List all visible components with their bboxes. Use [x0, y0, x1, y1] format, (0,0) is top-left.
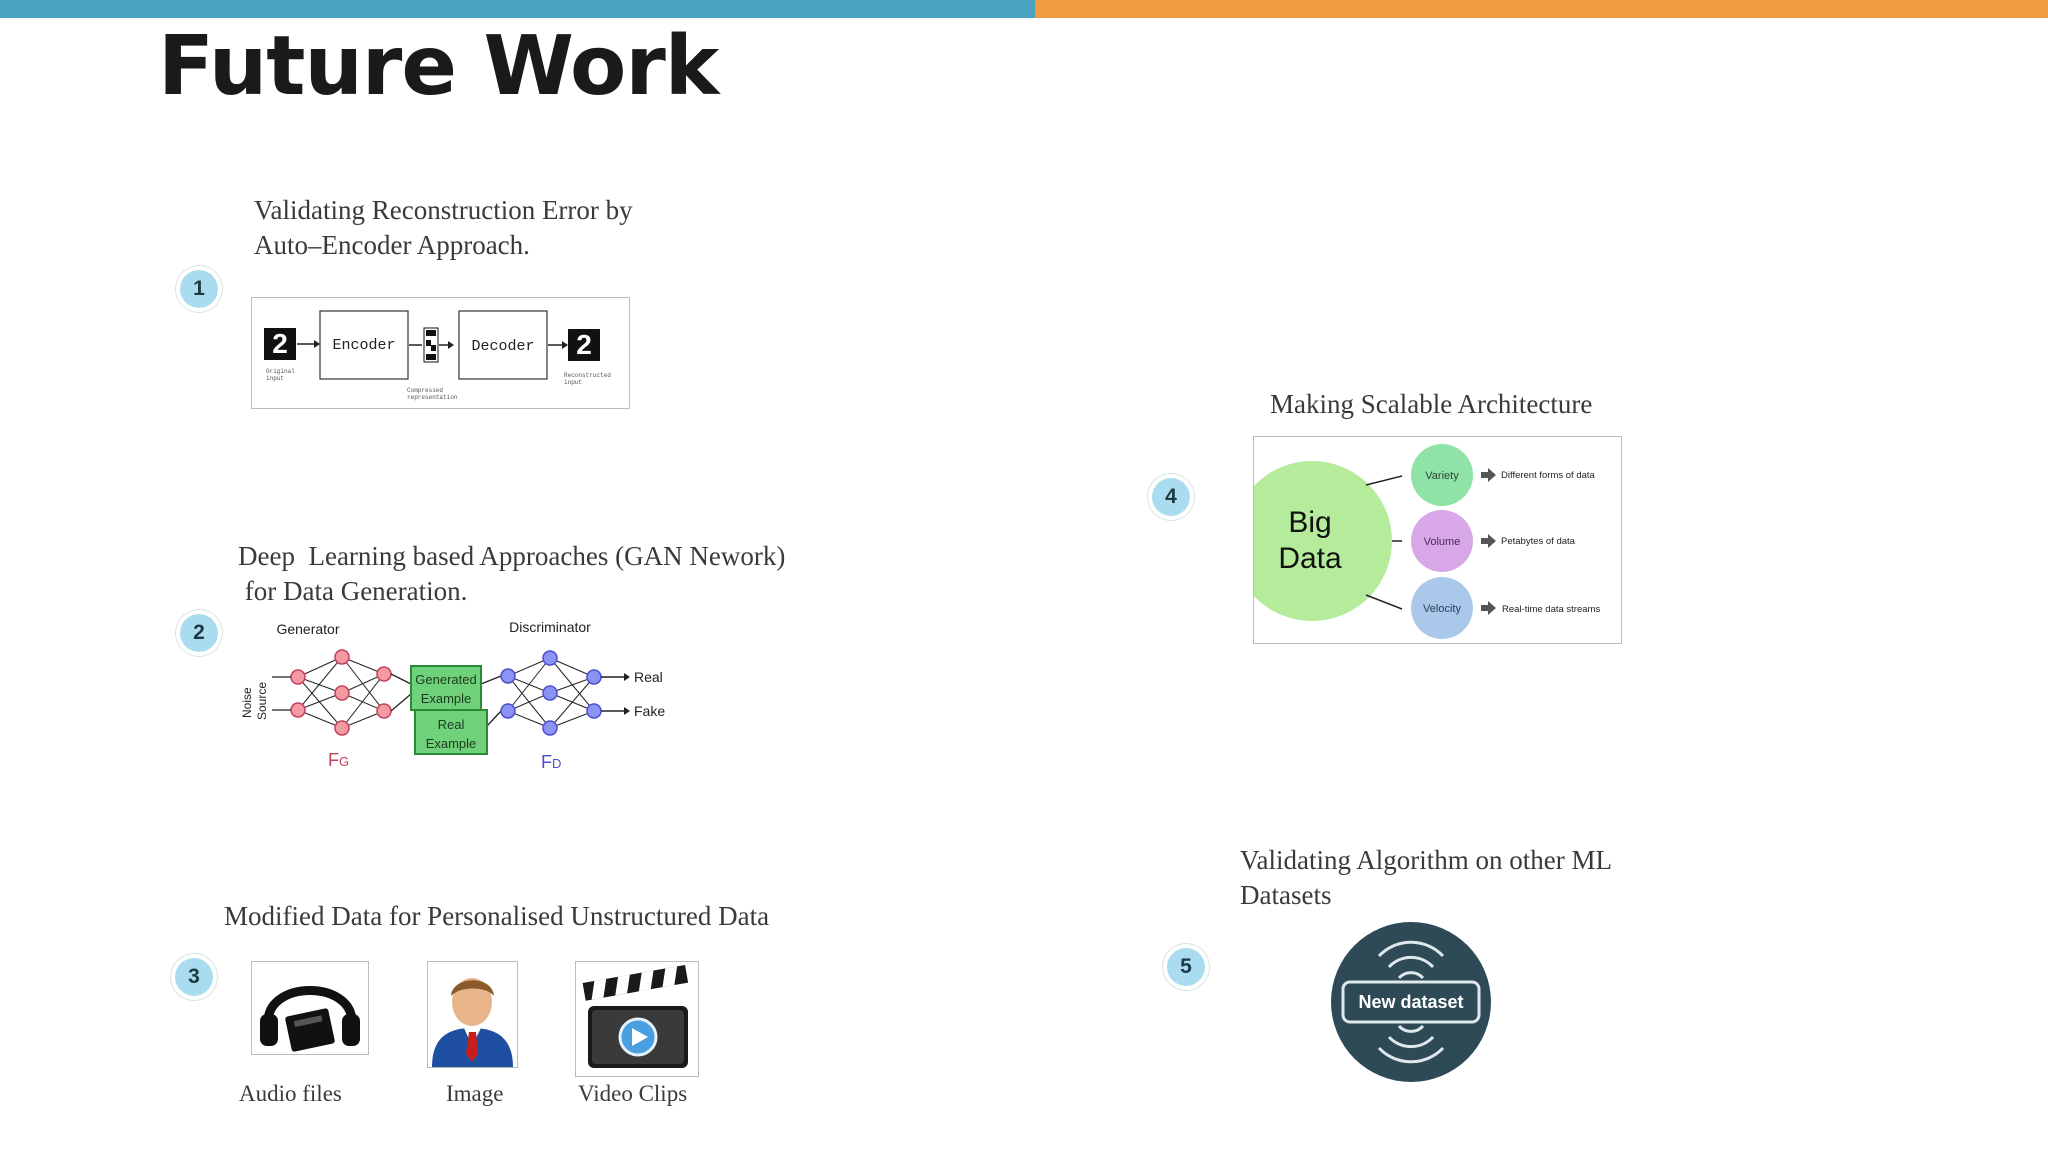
audio-files-caption: Audio files — [239, 1081, 342, 1106]
real-output-label: Real — [634, 669, 663, 685]
big-data-diagram: Big Data Variety Volume Velocity Differe… — [1253, 436, 1622, 644]
reconstructed-label-1: Reconstructed — [564, 372, 611, 379]
generator-node — [334, 685, 350, 701]
original-input-label-1: Original — [266, 368, 295, 375]
new-dataset-badge: New dataset — [1325, 920, 1497, 1084]
generator-node — [334, 649, 350, 665]
volume-description: Petabytes of data — [1501, 536, 1576, 547]
gan-diagram: Generator Discriminator Noise Source Gen… — [236, 616, 666, 776]
dataset-signal-icon: New dataset — [1331, 922, 1491, 1082]
discriminator-node — [542, 650, 558, 666]
big-data-circle — [1254, 461, 1392, 621]
discriminator-node — [542, 720, 558, 736]
compressed-label-1: Compressed — [407, 387, 443, 394]
discriminator-node — [586, 703, 602, 719]
headphones-icon — [260, 986, 360, 1052]
slide-title: Future Work — [158, 19, 719, 114]
item-5-heading-line-2: Datasets — [1240, 880, 1332, 910]
item-5-heading-line-1: Validating Algorithm on other ML — [1240, 845, 1612, 875]
fd-label: FD — [541, 752, 561, 772]
volume-circle — [1411, 510, 1473, 572]
generator-node — [334, 720, 350, 736]
generator-node — [290, 702, 306, 718]
velocity-circle — [1411, 577, 1473, 639]
item-4-number-badge: 4 — [1152, 478, 1190, 516]
svg-text:2: 2 — [272, 328, 288, 359]
item-5-heading: Validating Algorithm on other ML Dataset… — [1240, 843, 1612, 913]
discriminator-node — [500, 703, 516, 719]
reconstructed-digit-image: 2 — [568, 329, 600, 361]
variety-description: Different forms of data — [1501, 470, 1596, 481]
video-clips-caption: Video Clips — [578, 1081, 688, 1106]
encoder-box — [319, 310, 409, 380]
original-input-label-2: input — [266, 375, 284, 382]
item-4-heading: Making Scalable Architecture — [1270, 389, 1593, 419]
compressed-label-2: representation — [407, 394, 458, 401]
velocity-label: Velocity — [1423, 603, 1461, 615]
real-example-label-2: Example — [426, 736, 477, 751]
generator-node — [376, 666, 392, 682]
generator-label: Generator — [276, 621, 339, 637]
clapperboard-icon — [582, 964, 689, 1068]
top-accent-bar-orange — [1035, 0, 2048, 18]
item-2-heading-line-2: for Data Generation. — [238, 576, 468, 606]
item-5-number-badge: 5 — [1167, 948, 1205, 986]
item-2-heading: Deep Learning based Approaches (GAN Newo… — [238, 539, 785, 609]
svg-text:2: 2 — [576, 329, 592, 360]
fake-output-label: Fake — [634, 703, 665, 719]
audio-files-tile — [251, 961, 369, 1055]
big-data-label-2: Data — [1278, 542, 1342, 575]
item-3-number-badge: 3 — [175, 958, 213, 996]
real-example-box — [414, 709, 488, 755]
big-data-label-1: Big — [1288, 506, 1331, 539]
fg-label: FG — [328, 750, 349, 770]
new-dataset-label: New dataset — [1358, 992, 1463, 1012]
autoencoder-diagram: 2 Encoder Decoder 2 Original input Compr… — [251, 297, 630, 409]
item-2-heading-line-1: Deep Learning based Approaches (GAN Newo… — [238, 541, 786, 571]
generated-example-label-1: Generated — [415, 672, 476, 687]
original-digit-image: 2 — [264, 328, 296, 360]
discriminator-network — [500, 650, 602, 736]
item-1-heading: Validating Reconstruction Error by Auto–… — [254, 193, 633, 263]
item-2-number-badge: 2 — [180, 614, 218, 652]
discriminator-label: Discriminator — [509, 619, 591, 635]
variety-circle — [1411, 444, 1473, 506]
discriminator-node — [542, 685, 558, 701]
discriminator-node — [500, 668, 516, 684]
source-label: Source — [255, 682, 269, 720]
velocity-description: Real-time data streams — [1502, 604, 1600, 615]
compressed-code-image — [423, 327, 439, 363]
item-1-heading-line-2: Auto–Encoder Approach. — [254, 230, 530, 260]
person-icon — [432, 978, 513, 1067]
encoder-label: Encoder — [332, 337, 395, 354]
generator-node — [376, 703, 392, 719]
generated-example-label-2: Example — [421, 691, 472, 706]
noise-label: Noise — [240, 687, 254, 718]
volume-label: Volume — [1424, 536, 1461, 548]
item-3-heading: Modified Data for Personalised Unstructu… — [224, 901, 770, 931]
reconstructed-label-2: input — [564, 379, 582, 386]
video-clips-tile — [575, 961, 699, 1077]
image-tile — [427, 961, 518, 1068]
decoder-label: Decoder — [471, 338, 534, 355]
item-1-heading-line-1: Validating Reconstruction Error by — [254, 195, 633, 225]
decoder-box — [458, 310, 548, 380]
generator-node — [290, 669, 306, 685]
variety-label: Variety — [1425, 470, 1459, 482]
top-accent-bar-blue — [0, 0, 1035, 18]
item-1-number-badge: 1 — [180, 270, 218, 308]
image-caption: Image — [446, 1081, 504, 1106]
discriminator-node — [586, 669, 602, 685]
real-example-label-1: Real — [438, 717, 465, 732]
generator-network — [272, 649, 502, 736]
